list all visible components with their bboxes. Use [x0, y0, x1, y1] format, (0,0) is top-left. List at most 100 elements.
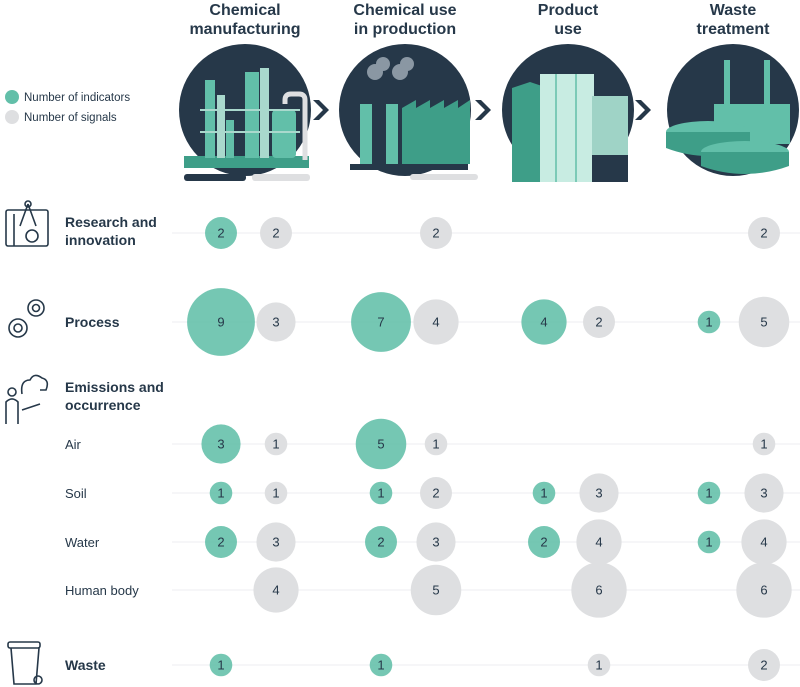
signal-bubble: 1: [264, 481, 288, 505]
gears-icon: [8, 299, 45, 338]
bubble-value-label: 3: [272, 315, 279, 330]
bubble-value-label: 2: [760, 658, 767, 673]
bubble-value-label: 1: [705, 315, 712, 330]
signal-bubble: 2: [420, 477, 452, 509]
indicator-bubble: 2: [365, 526, 397, 558]
bubble-value-label: 3: [595, 486, 602, 501]
office-building-icon: [502, 44, 651, 182]
indicator-bubble: 1: [209, 481, 233, 505]
bubble-value-label: 3: [432, 535, 439, 550]
bubble-value-label: 4: [272, 583, 279, 598]
legend-swatch-signals: [5, 110, 19, 124]
row-label: Emissions and: [65, 379, 164, 395]
bubble-mark: [744, 473, 784, 513]
signal-bubble: 2: [748, 217, 780, 249]
bubble-value-label: 1: [540, 486, 547, 501]
bubble-mark: [205, 526, 237, 558]
signal-bubble: 3: [416, 522, 456, 562]
bubble-value-label: 7: [377, 315, 384, 330]
bubble-mark: [256, 302, 296, 342]
bubble-value-label: 2: [272, 226, 279, 241]
legend: Number of indicators Number of signals: [5, 90, 130, 124]
legend-label-indicators: Number of indicators: [24, 92, 130, 104]
bubble-value-label: 2: [760, 226, 767, 241]
row-label: Air: [65, 437, 82, 452]
bubble-mark: [413, 299, 459, 345]
bubble-value-label: 2: [540, 535, 547, 550]
bubble-value-label: 2: [377, 535, 384, 550]
bubble-value-label: 1: [595, 658, 602, 673]
bubble-value-label: 6: [595, 583, 602, 598]
bubble-value-label: 2: [595, 315, 602, 330]
bubble-value-label: 4: [595, 535, 602, 550]
signal-bubble: 5: [738, 296, 790, 348]
bubble-mark: [697, 530, 721, 554]
bubble-mark: [260, 217, 292, 249]
row-label: Process: [65, 314, 120, 330]
bubble-value-label: 4: [760, 535, 767, 550]
signal-bubble: 5: [410, 564, 462, 616]
bubble-mark: [532, 481, 556, 505]
bubble-value-label: 3: [760, 486, 767, 501]
chemical-plant-icon: [179, 44, 329, 181]
bubble-value-label: 1: [377, 486, 384, 501]
bubble-value-label: 5: [432, 583, 439, 598]
indicator-bubble: 1: [532, 481, 556, 505]
indicator-bubble: 5: [355, 418, 407, 470]
bubble-value-label: 1: [705, 535, 712, 550]
row-label: Research and: [65, 214, 157, 230]
bubble-value-label: 1: [217, 486, 224, 501]
bubble-mark: [579, 473, 619, 513]
bubble-value-label: 1: [272, 486, 279, 501]
row-label: occurrence: [65, 397, 141, 413]
signal-bubble: 3: [744, 473, 784, 513]
bubble-mark: [424, 432, 448, 456]
bubble-mark: [528, 526, 560, 558]
bubble-value-label: 1: [272, 437, 279, 452]
signal-bubble: 3: [256, 522, 296, 562]
bubble-mark: [410, 564, 462, 616]
indicator-bubble: 3: [201, 424, 241, 464]
bubble-value-label: 1: [760, 437, 767, 452]
bubble-value-label: 2: [217, 226, 224, 241]
bubble-value-label: 6: [760, 583, 767, 598]
indicator-bubble: 1: [697, 530, 721, 554]
row-label: Human body: [65, 583, 139, 598]
bubble-mark: [741, 519, 787, 565]
trash-bin-icon: [7, 641, 43, 685]
bubble-mark: [420, 217, 452, 249]
bubble-mark: [697, 481, 721, 505]
bubble-mark: [738, 296, 790, 348]
bubble-mark: [209, 653, 233, 677]
bubble-mark: [752, 432, 776, 456]
signal-bubble: 4: [576, 519, 622, 565]
bubble-mark: [736, 562, 792, 618]
emissions-person-icon: [5, 374, 49, 424]
blueprint-icon: [5, 200, 49, 247]
bubble-mark: [571, 562, 627, 618]
bubble-value-label: 3: [217, 437, 224, 452]
bubble-mark: [201, 424, 241, 464]
signal-bubble: 1: [264, 432, 288, 456]
bubble-value-label: 2: [432, 486, 439, 501]
bubble-mark: [587, 653, 611, 677]
indicator-bubble: 1: [209, 653, 233, 677]
factory-icon: [339, 44, 491, 180]
legend-swatch-indicators: [5, 90, 19, 104]
stage-title: treatment: [697, 21, 771, 38]
bubble-mark: [365, 526, 397, 558]
bubble-value-label: 3: [272, 535, 279, 550]
water-treatment-icon: [666, 44, 799, 176]
bubble-mark: [697, 310, 721, 334]
signal-bubble: 4: [741, 519, 787, 565]
row-label: Waste: [65, 657, 106, 673]
indicator-bubble: 4: [521, 299, 567, 345]
bubble-value-label: 2: [217, 535, 224, 550]
signal-bubble: 1: [752, 432, 776, 456]
signal-bubble: 6: [571, 562, 627, 618]
indicator-bubble: 2: [528, 526, 560, 558]
signal-bubble: 1: [424, 432, 448, 456]
